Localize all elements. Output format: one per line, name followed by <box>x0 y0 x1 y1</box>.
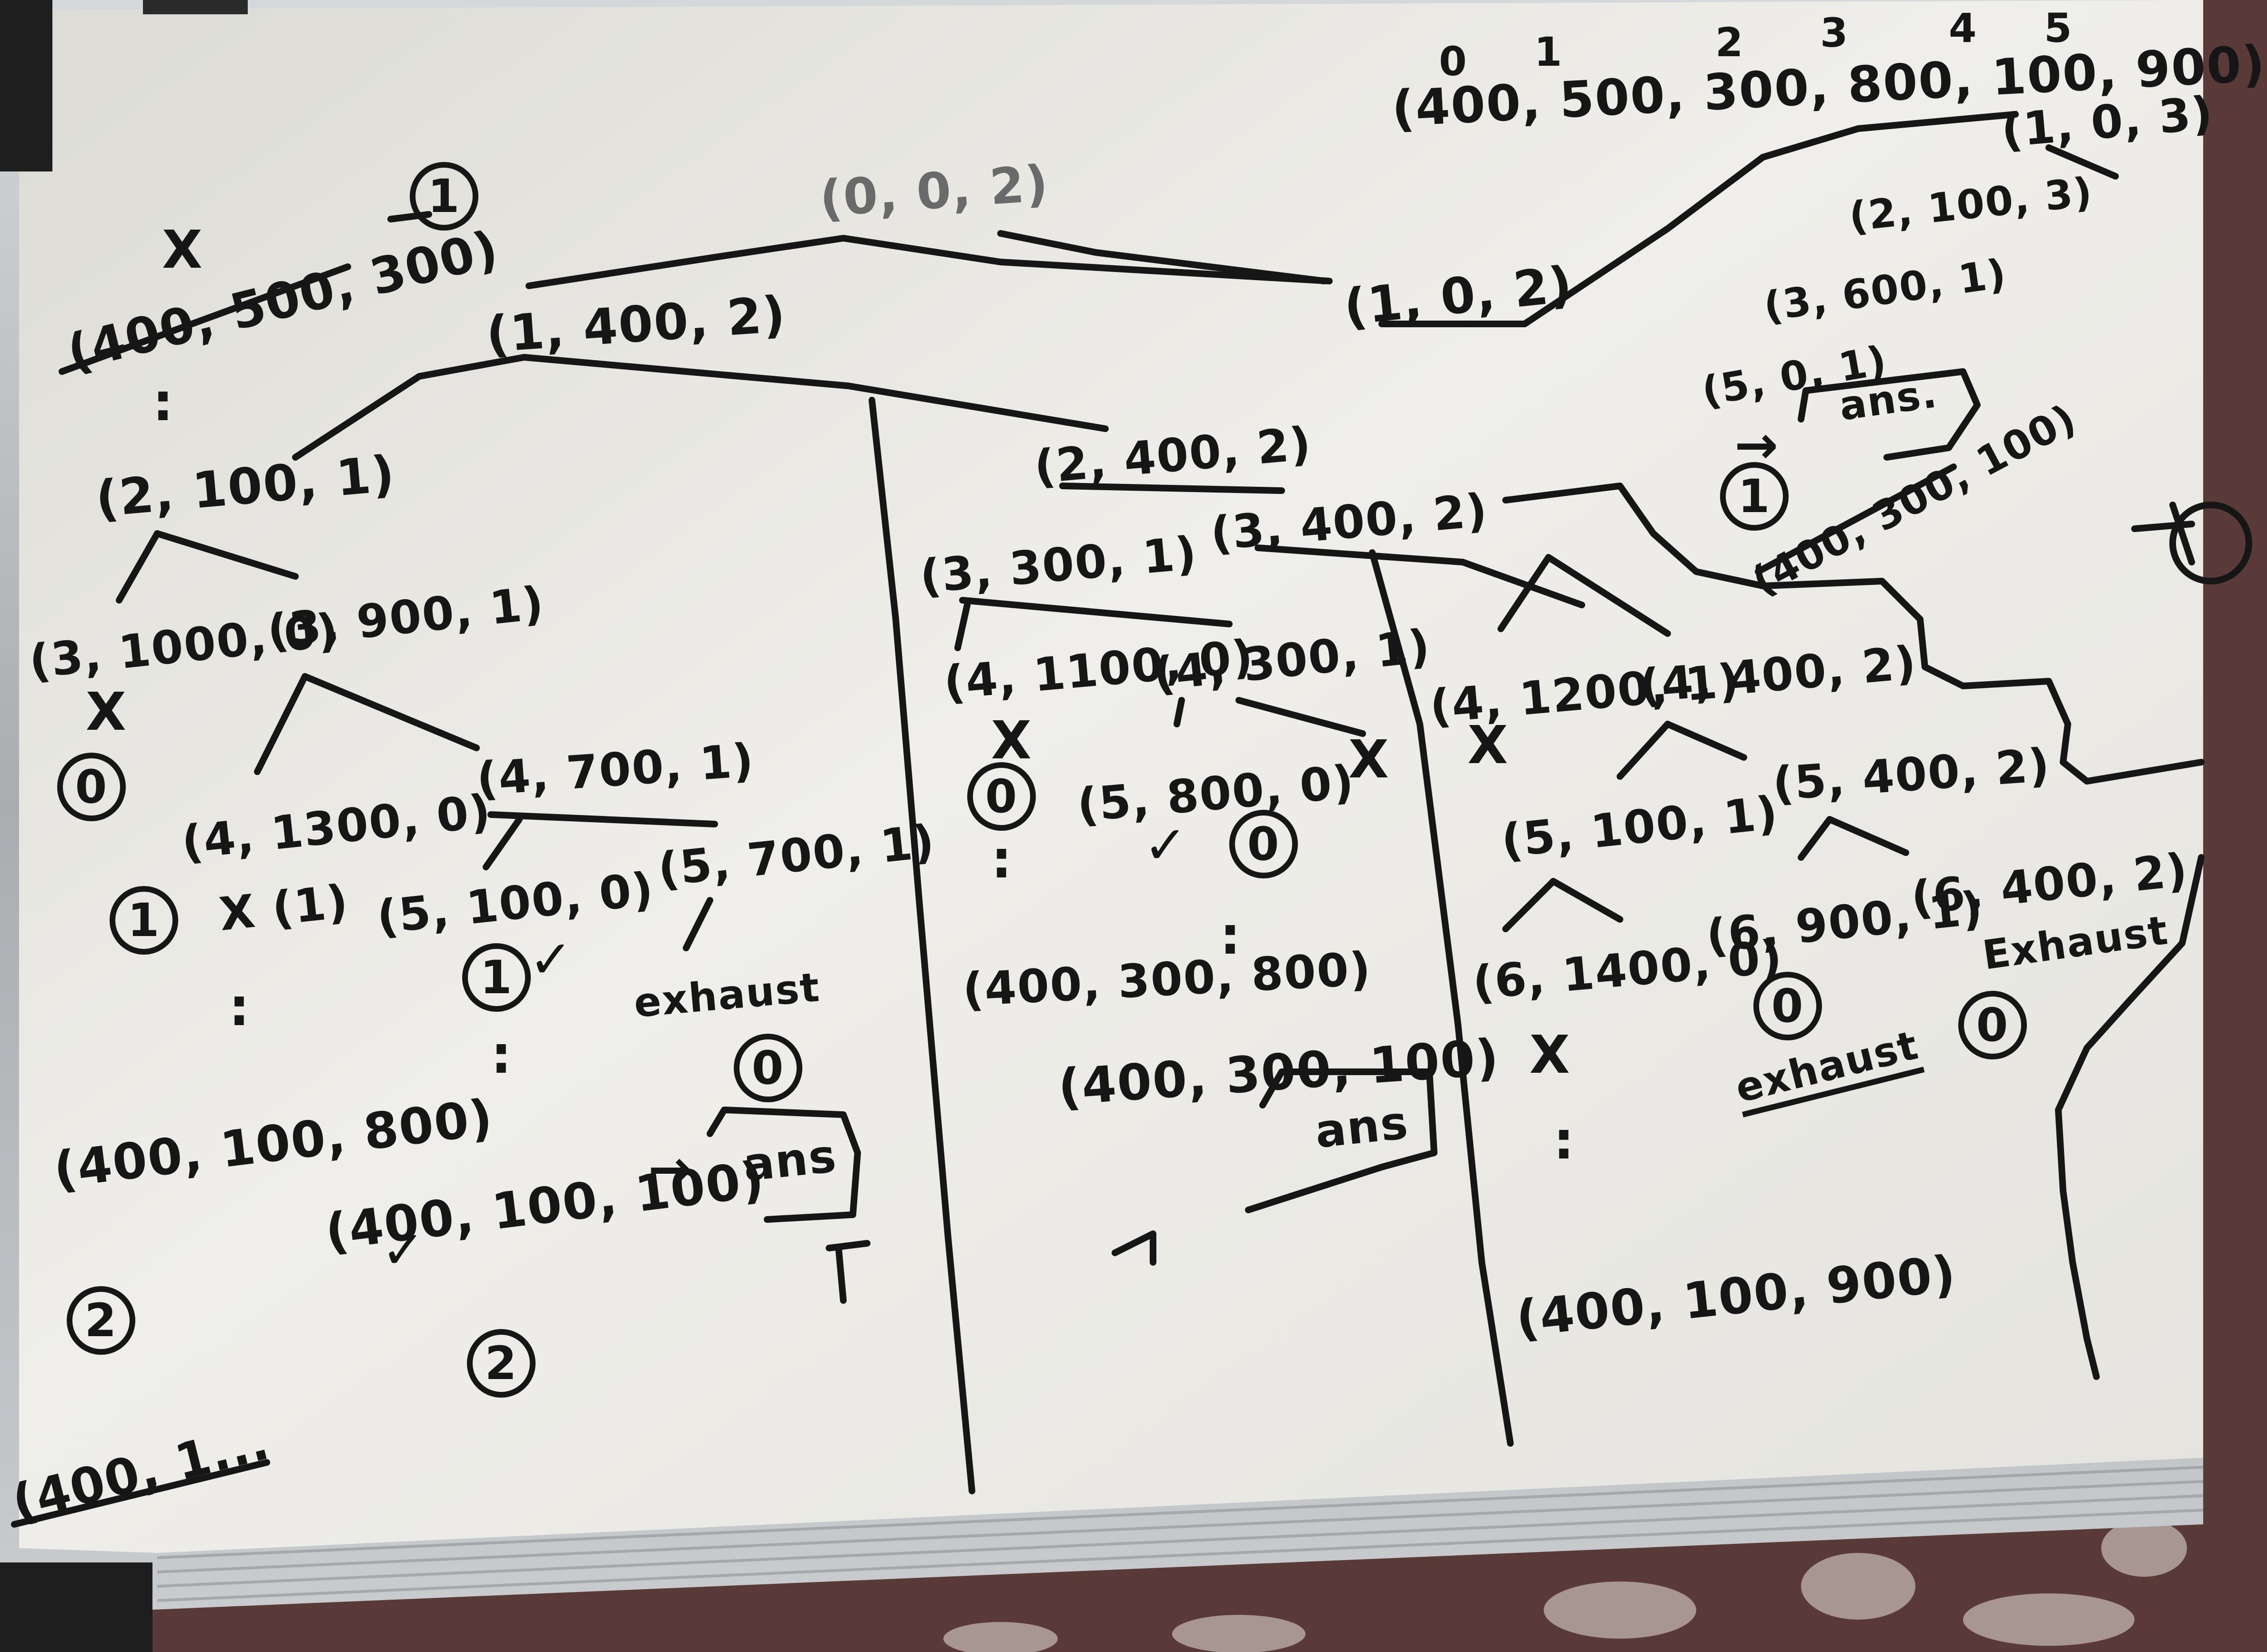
circle-two-bottom-mid: 2 <box>467 1329 536 1398</box>
edge-root-right <box>840 235 1333 284</box>
edge-5400-right <box>1826 816 1909 856</box>
index-1: 1 <box>1534 29 1563 75</box>
corner-bracket-bottom-left <box>0 1562 152 1652</box>
circle-zero-exhaust: 0 <box>734 1034 802 1102</box>
edge-3900-right <box>302 673 480 751</box>
cloth-pattern <box>943 1520 2187 1652</box>
circle-zero-2nd: 0 <box>967 762 1036 831</box>
edge-root-left <box>526 235 847 289</box>
frame-ridges <box>157 1466 2204 1602</box>
index-5: 5 <box>2044 5 2073 51</box>
circle-one-left: 1 <box>110 886 178 955</box>
edge-1400-right <box>521 354 1109 432</box>
edge-5100-right <box>1550 878 1623 923</box>
edge-3300-bar <box>959 597 1233 627</box>
cross-mid-right: X <box>1348 729 1390 790</box>
mark-arrow-bottom-mid <box>1112 1230 1156 1266</box>
dots-left-2: : <box>229 977 251 1038</box>
dots-mid-2: : <box>1220 905 1242 966</box>
edge-4700-line <box>487 811 718 827</box>
circle-zero-3rd: 0 <box>1229 810 1298 878</box>
top-left-underline <box>59 263 351 375</box>
divider-left <box>869 397 975 1494</box>
divider-right-wavy <box>1502 483 2205 1380</box>
arrow-left-ans: → <box>648 1138 693 1199</box>
edge-2400-right <box>1255 544 1585 608</box>
edge-2100-right <box>154 530 299 580</box>
curve-to-right-tree <box>1378 111 2019 327</box>
whiteboard-photo <box>0 0 2204 1652</box>
right-underline <box>1755 463 1957 575</box>
edge-3400-right <box>1545 554 1671 637</box>
circle-one-top: 1 <box>410 162 478 231</box>
edge-3400-left <box>1498 554 1552 632</box>
ans-box-right <box>1798 368 1981 461</box>
cross-top-left: X <box>162 219 203 280</box>
index-3: 3 <box>1820 10 1849 56</box>
edge-5100-left <box>1502 878 1557 932</box>
dots-left-1: : <box>152 372 174 433</box>
bottom-left-underline <box>11 1459 270 1528</box>
edge-5700-down <box>683 897 713 951</box>
circle-zero-4th: 0 <box>1753 972 1822 1040</box>
edge-4300-b <box>1235 697 1366 737</box>
index-4: 4 <box>1949 5 1978 51</box>
circle-one-mid: 1 <box>462 943 531 1012</box>
edge-2400-bar <box>1059 483 1285 494</box>
check-mid-2: ✓ <box>1144 815 1189 876</box>
check-bottom: ✓ <box>381 1219 426 1280</box>
cross-left: X <box>86 681 127 742</box>
ans-box-left <box>707 1107 861 1223</box>
index-2: 2 <box>1715 19 1744 66</box>
ans-mid: ans <box>1312 1096 1411 1158</box>
partial-circle-right-edge <box>2169 502 2252 584</box>
circle-zero-left: 0 <box>57 753 126 821</box>
whiteboard-surface <box>19 0 2203 1553</box>
edge-4300-a <box>1174 697 1185 727</box>
cross-right-low: X <box>1529 1024 1571 1085</box>
edge-4400-right <box>1664 721 1747 761</box>
divider-mid <box>1369 549 1514 1447</box>
edge-5400-left <box>1798 816 1833 861</box>
edge-2100-left <box>116 530 161 604</box>
mark-tick-left-bottom <box>826 1240 870 1304</box>
corner-bracket-top <box>143 0 248 14</box>
circle-zero-5th: 0 <box>1958 991 2027 1059</box>
edge-3900-left <box>254 673 308 775</box>
ans-box-mid <box>1245 1068 1437 1213</box>
edge-3300-left <box>954 602 971 651</box>
check-mid-1: ✓ <box>529 929 574 990</box>
dots-left-3: : <box>491 1024 513 1085</box>
cross-mid: X <box>991 710 1032 771</box>
dots-right: : <box>1553 1110 1575 1171</box>
edge-1400-left <box>292 354 527 461</box>
corner-bracket-top-left <box>0 0 52 171</box>
edge-4400-left <box>1617 721 1671 780</box>
index-0: 0 <box>1439 38 1468 85</box>
dots-mid-1: : <box>991 829 1013 890</box>
edge-4700-left <box>483 816 523 870</box>
cross-right: X <box>1467 715 1509 776</box>
mark-right-edge <box>2131 502 2195 565</box>
edge-root-to-1-0-2 <box>997 230 1328 284</box>
ans-left: ans <box>740 1129 840 1192</box>
edge-103-right <box>2045 144 2119 180</box>
marker-ink-lines <box>11 111 2252 1528</box>
circle-two-bottom: 2 <box>67 1286 135 1355</box>
arrow-right-ans: → <box>1734 414 1780 475</box>
